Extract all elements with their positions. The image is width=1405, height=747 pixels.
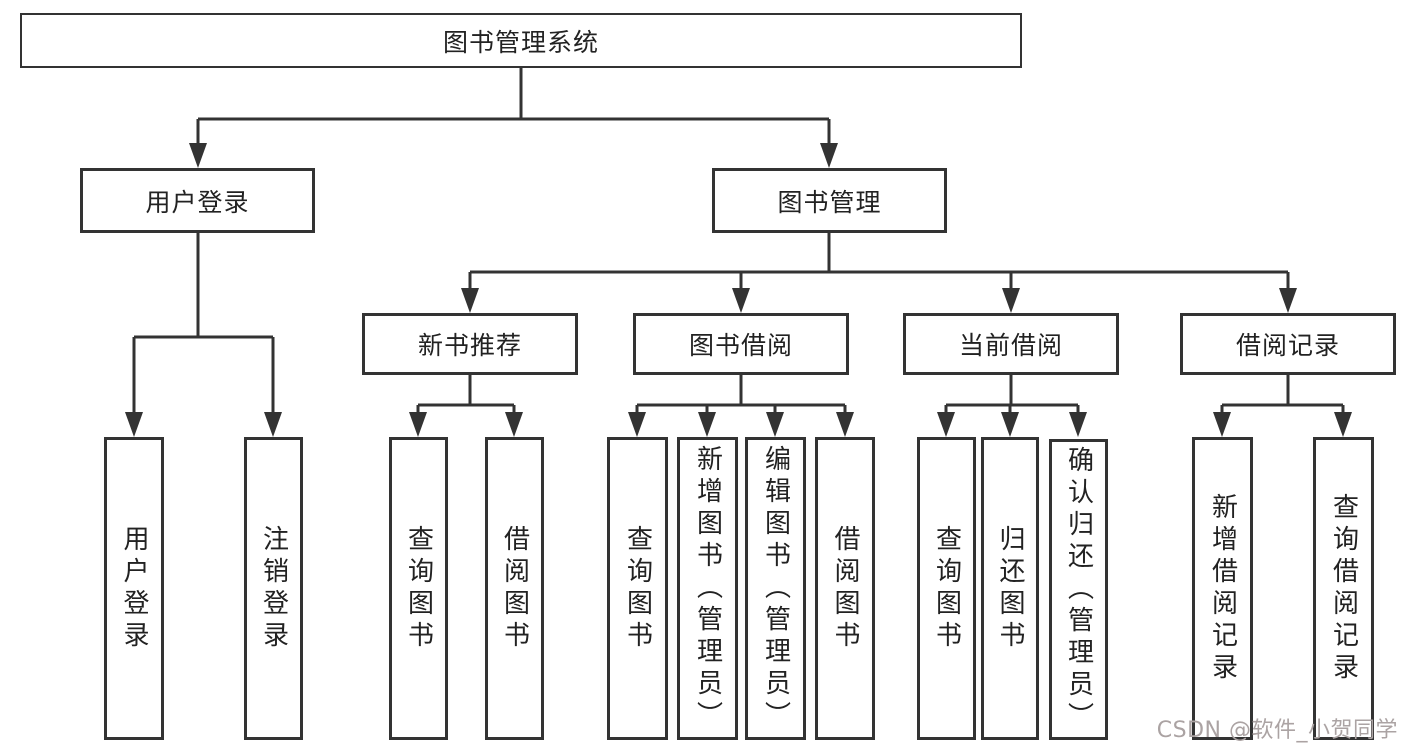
csdn-watermark: CSDN @软件_小贺同学 bbox=[1156, 718, 1398, 743]
leaf-records-query-borrow-record: 查询借阅记录 bbox=[1313, 437, 1374, 740]
leaf-logout-login: 注销登录 bbox=[244, 437, 303, 740]
leaf-borrow-borrow-books: 借阅图书 bbox=[815, 437, 875, 740]
leaf-recommend-borrow-books: 借阅图书 bbox=[485, 437, 544, 740]
node-user-login: 用户登录 bbox=[80, 168, 315, 233]
node-book-borrow: 图书借阅 bbox=[633, 313, 849, 375]
node-new-book-recommend: 新书推荐 bbox=[362, 313, 578, 375]
node-borrow-records: 借阅记录 bbox=[1180, 313, 1396, 375]
leaf-borrow-edit-books-admin: 编辑图书（管理员） bbox=[745, 437, 806, 740]
leaf-records-add-borrow-record: 新增借阅记录 bbox=[1192, 437, 1253, 740]
leaf-current-confirm-return-admin: 确认归还（管理员） bbox=[1049, 439, 1108, 740]
leaf-borrow-add-books-admin: 新增图书（管理员） bbox=[677, 437, 738, 740]
node-book-management: 图书管理 bbox=[712, 168, 947, 233]
leaf-recommend-query-books: 查询图书 bbox=[389, 437, 448, 740]
leaf-borrow-query-books: 查询图书 bbox=[607, 437, 668, 740]
arrowheads bbox=[125, 143, 1352, 437]
leaf-current-return-books: 归还图书 bbox=[981, 437, 1039, 740]
leaf-current-query-books: 查询图书 bbox=[917, 437, 976, 740]
node-current-borrow: 当前借阅 bbox=[903, 313, 1119, 375]
node-library-management-system: 图书管理系统 bbox=[20, 13, 1022, 68]
leaf-user-login: 用户登录 bbox=[104, 437, 164, 740]
